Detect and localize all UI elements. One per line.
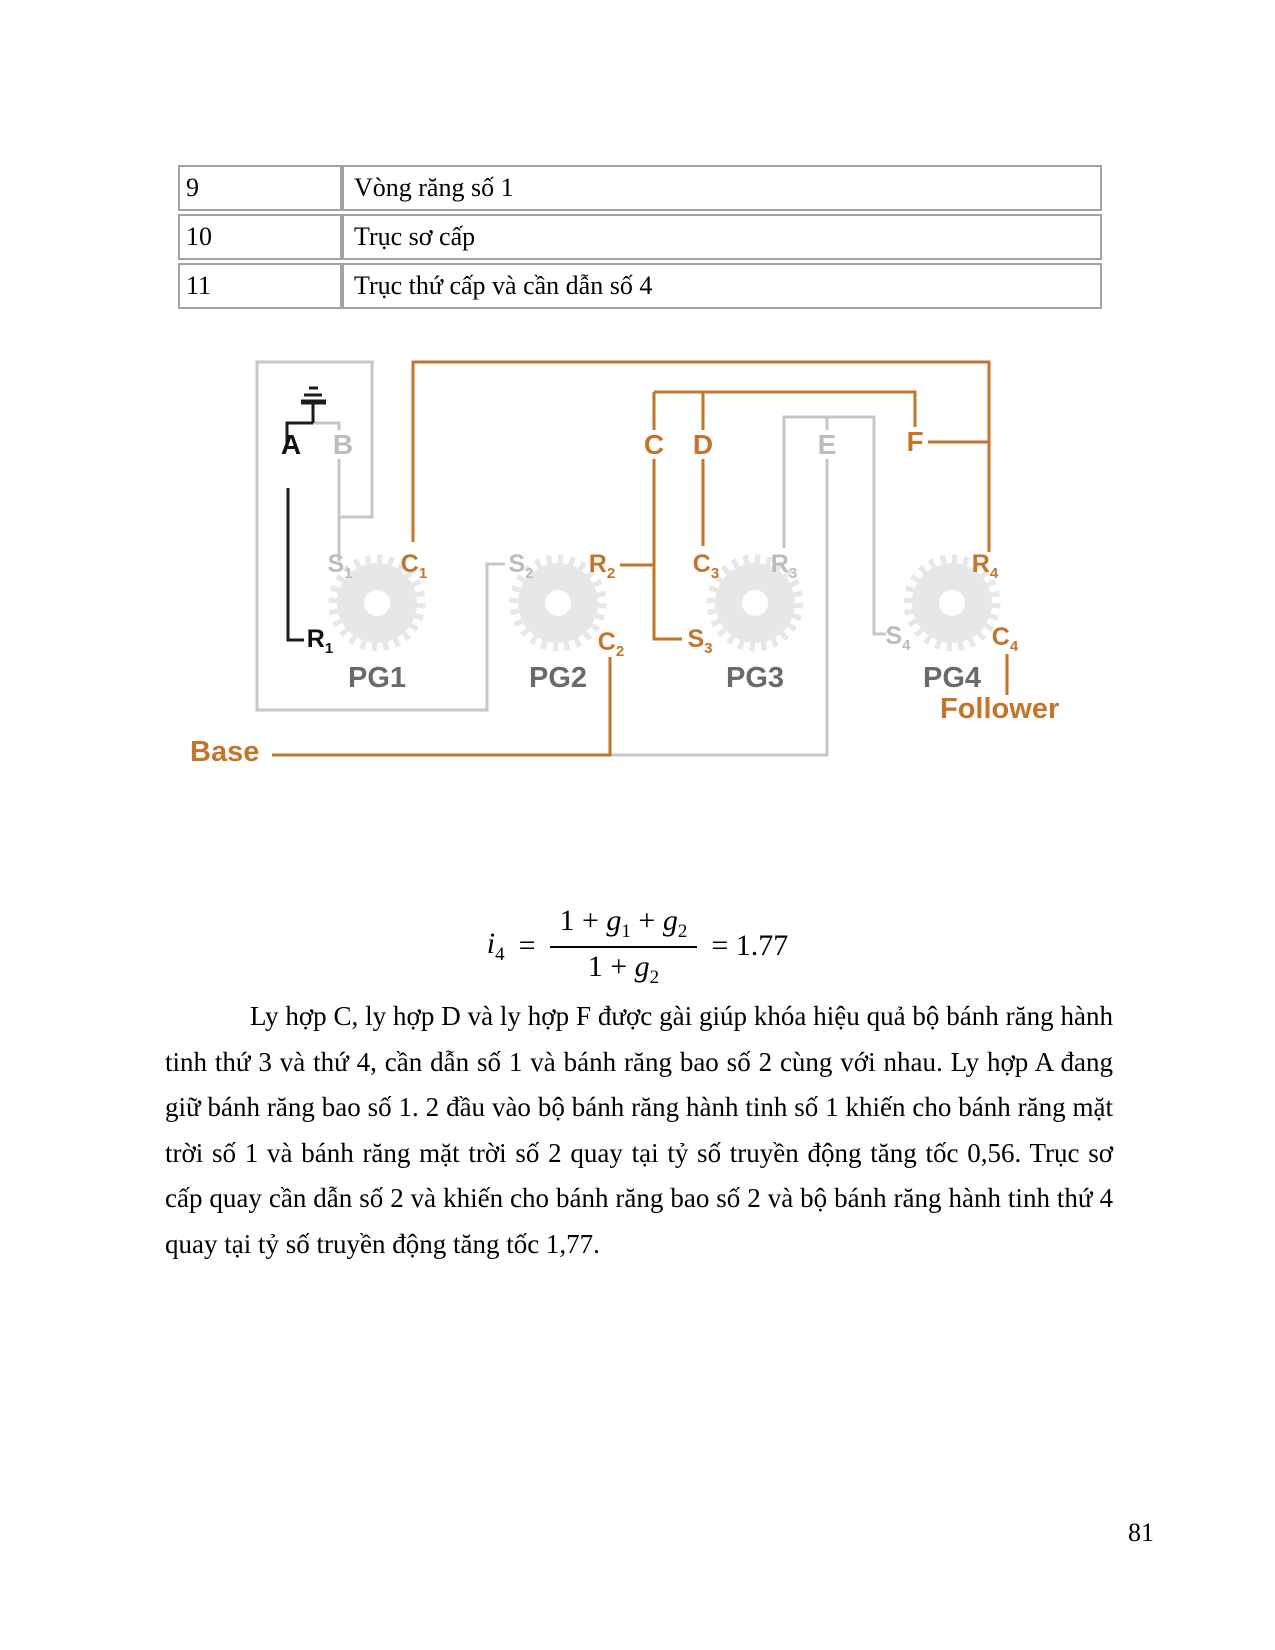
planetary-gear-icon bbox=[706, 554, 804, 652]
formula-var: i bbox=[486, 926, 496, 960]
legend-desc: Trục sơ cấp bbox=[342, 214, 1102, 260]
node-s1-label: S1 bbox=[327, 550, 352, 581]
num-g2-sub: 2 bbox=[677, 920, 688, 942]
clutch-c-label: C bbox=[640, 430, 668, 459]
formula-numerator: 1 + g1 + g2 bbox=[549, 903, 698, 948]
node-s1-main: S bbox=[327, 550, 345, 578]
legend-table: 9 Vòng răng số 1 10 Trục sơ cấp 11 Trục … bbox=[178, 162, 1102, 312]
node-s4-label: S4 bbox=[885, 622, 910, 653]
clutch-d-label: D bbox=[689, 430, 717, 459]
formula-denominator: 1 + g2 bbox=[550, 948, 698, 989]
clutch-e-box-line bbox=[782, 415, 886, 636]
node-c1-main: C bbox=[400, 550, 419, 578]
gearset-pg4-label: PG4 bbox=[922, 662, 982, 694]
node-r2-main: R bbox=[588, 550, 607, 578]
gear-diagram-canvas bbox=[255, 360, 1009, 757]
node-s1-sub: 1 bbox=[344, 565, 353, 582]
node-s4-sub: 4 bbox=[902, 637, 911, 654]
gearset-pg2-label: PG2 bbox=[528, 662, 588, 694]
clutch-b-line bbox=[311, 421, 341, 561]
legend-desc: Vòng răng số 1 bbox=[342, 165, 1102, 211]
den-g-sub: 2 bbox=[649, 966, 660, 988]
node-s3-main: S bbox=[687, 625, 705, 653]
den-pre: 1 + bbox=[587, 949, 635, 983]
legend-number: 10 bbox=[178, 214, 342, 260]
formula-fraction: 1 + g1 + g2 1 + g2 bbox=[549, 903, 698, 989]
clutch-a-r1-line bbox=[286, 488, 304, 642]
node-s3-sub: 3 bbox=[704, 640, 713, 657]
case-box-right-line bbox=[339, 362, 374, 519]
num-g1-sub: 1 bbox=[621, 920, 631, 942]
node-s2-sub: 2 bbox=[525, 565, 534, 582]
node-c3-main: C bbox=[692, 550, 711, 578]
formula-result: = 1.77 bbox=[711, 929, 789, 962]
table-row: 9 Vòng răng số 1 bbox=[178, 165, 1102, 211]
num-plus: + bbox=[630, 903, 663, 937]
node-r1-label: R1 bbox=[306, 625, 333, 656]
legend-number: 11 bbox=[178, 263, 342, 309]
base-label: Base bbox=[190, 736, 260, 768]
num-g2: g bbox=[662, 903, 678, 937]
node-c1-label: C1 bbox=[400, 550, 427, 581]
node-c2-label: C2 bbox=[597, 628, 624, 659]
node-c2-main: C bbox=[597, 628, 616, 656]
node-r1-main: R bbox=[306, 625, 325, 653]
clutch-f-label: F bbox=[903, 427, 927, 456]
legend-number: 9 bbox=[178, 165, 342, 211]
node-c4-label: C4 bbox=[991, 623, 1018, 654]
node-r3-main: R bbox=[770, 550, 789, 578]
clutch-a-upper-line bbox=[285, 421, 313, 449]
table-row: 10 Trục sơ cấp bbox=[178, 214, 1102, 260]
node-r4-main: R bbox=[971, 550, 990, 578]
node-r4-sub: 4 bbox=[989, 565, 999, 582]
clutch-a-label: A bbox=[280, 429, 302, 460]
node-r4-label: R4 bbox=[971, 550, 998, 581]
formula-equals: = bbox=[518, 929, 536, 962]
node-s3-label: S3 bbox=[687, 625, 712, 656]
node-r1-sub: 1 bbox=[324, 640, 334, 657]
node-c2-sub: 2 bbox=[615, 643, 625, 660]
node-s4-main: S bbox=[885, 622, 903, 650]
cdf-bracket-line bbox=[654, 390, 917, 430]
den-g: g bbox=[634, 949, 650, 983]
node-r3-label: R3 bbox=[770, 550, 797, 581]
legend-desc: Trục thứ cấp và cần dẫn số 4 bbox=[342, 263, 1102, 309]
gearset-pg1-label: PG1 bbox=[347, 662, 407, 694]
node-r3-sub: 3 bbox=[788, 565, 798, 582]
num-pre: 1 + bbox=[559, 903, 607, 937]
planetary-gear-icon bbox=[328, 554, 426, 652]
node-c4-main: C bbox=[991, 623, 1010, 651]
formula-lhs: i4 bbox=[487, 927, 505, 966]
planetary-gear-icon bbox=[509, 554, 607, 652]
node-r2-label: R2 bbox=[588, 550, 615, 581]
node-c1-sub: 1 bbox=[418, 565, 428, 582]
node-c4-sub: 4 bbox=[1009, 638, 1019, 655]
case-box-line bbox=[255, 360, 505, 712]
clutch-e-center-line bbox=[610, 417, 829, 757]
page-number: 81 bbox=[1128, 1518, 1154, 1547]
clutch-b-label: B bbox=[329, 430, 357, 459]
planetary-gear-diagram: A B C D E F S1 C1 S2 R2 C3 R3 R4 R1 C2 S… bbox=[0, 0, 1275, 820]
gear-ratio-formula: i4 = 1 + g1 + g2 1 + g2 = 1.77 bbox=[0, 898, 1275, 994]
table-row: 11 Trục thứ cấp và cần dẫn số 4 bbox=[178, 263, 1102, 309]
follower-label: Follower bbox=[940, 693, 1060, 725]
clutch-c-s3-line bbox=[652, 392, 682, 641]
node-s2-label: S2 bbox=[508, 550, 533, 581]
node-c3-sub: 3 bbox=[710, 565, 720, 582]
base-c2-line bbox=[272, 657, 612, 757]
node-s2-main: S bbox=[508, 550, 526, 578]
node-c3-label: C3 bbox=[692, 550, 719, 581]
body-paragraph: Ly hợp C, ly hợp D và ly hợp F được gài … bbox=[165, 1001, 1113, 1259]
num-g1: g bbox=[606, 903, 622, 937]
gearset-pg3-label: PG3 bbox=[725, 662, 785, 694]
node-r2-sub: 2 bbox=[606, 565, 616, 582]
formula-var-sub: 4 bbox=[495, 943, 505, 965]
clutch-e-label: E bbox=[814, 430, 840, 459]
ground-icon bbox=[301, 386, 326, 423]
c1-r4-link-line bbox=[411, 360, 991, 552]
planetary-gear-icon bbox=[903, 554, 1001, 652]
